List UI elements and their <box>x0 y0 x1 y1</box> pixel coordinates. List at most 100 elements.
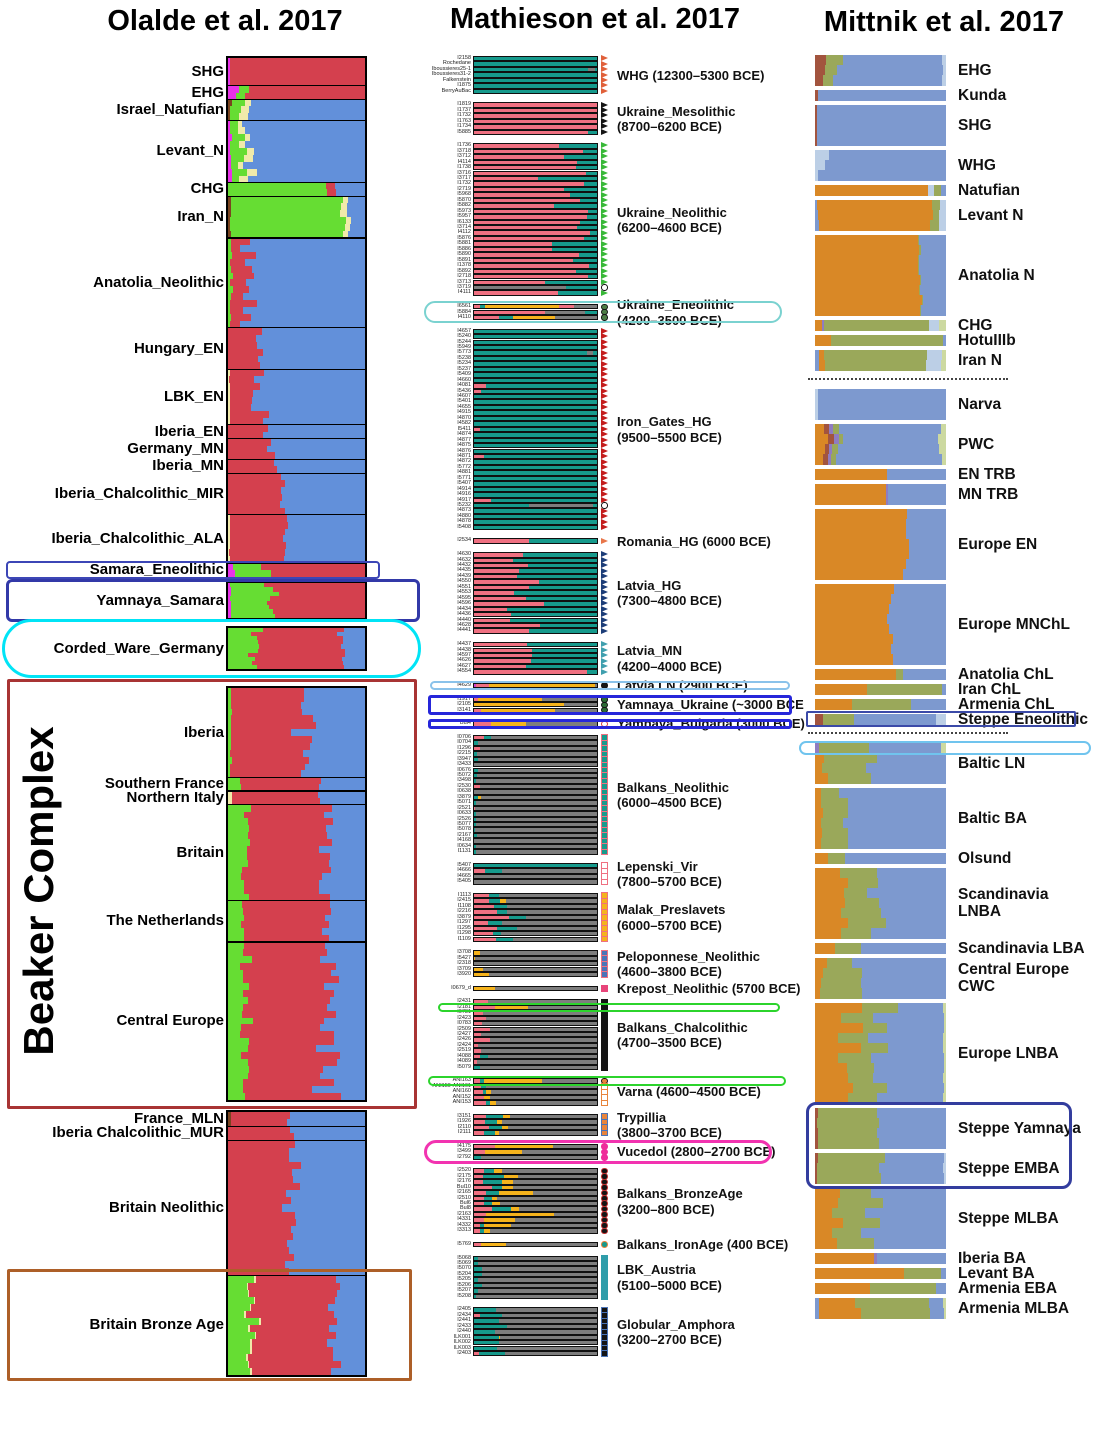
admixture-segment <box>815 1238 837 1249</box>
admixture-row <box>228 410 365 419</box>
admixture-row <box>473 1277 598 1283</box>
admixture-row <box>473 66 598 73</box>
admixture-segment <box>247 147 255 156</box>
sample-marker <box>601 537 608 544</box>
sample-marker <box>601 218 608 225</box>
admixture-row <box>473 426 598 433</box>
admixture-segment <box>474 558 514 562</box>
admixture-row <box>815 1043 946 1054</box>
admixture-segment <box>494 986 597 990</box>
admixture-row <box>228 424 365 433</box>
admixture-segment <box>474 1218 484 1222</box>
admixture-row <box>473 800 598 806</box>
admixture-segment <box>244 942 325 950</box>
admixture-segment <box>480 1229 484 1233</box>
sample-id: I0706 <box>457 733 471 740</box>
sample-id: I4628 <box>457 621 471 628</box>
sample-id: ILK002 <box>453 1339 471 1346</box>
group-separator <box>228 790 365 792</box>
admixture-row <box>228 127 365 135</box>
sample-marker <box>601 202 608 209</box>
admixture-row <box>228 231 365 239</box>
sample-marker <box>601 349 608 356</box>
admixture-segment <box>828 434 834 445</box>
admixture-segment <box>474 757 479 761</box>
admixture-row <box>473 284 598 291</box>
admixture-segment <box>820 978 861 989</box>
admixture-row <box>815 539 946 550</box>
admixture-segment <box>821 828 848 839</box>
admixture-segment <box>474 585 530 590</box>
admixture-segment <box>228 1275 255 1284</box>
sample-id: BerryAuBac <box>441 87 471 94</box>
admixture-segment <box>247 859 329 868</box>
sample-id: I0634 <box>457 842 471 849</box>
admixture-segment <box>252 1339 327 1348</box>
admixture-row <box>228 1360 365 1369</box>
admixture-segment <box>583 182 597 186</box>
admixture-row <box>815 1208 946 1219</box>
admixture-row <box>228 715 365 723</box>
admixture-segment <box>249 1360 341 1369</box>
admixture-row <box>228 1346 365 1355</box>
admixture-segment <box>518 1174 597 1179</box>
admixture-segment <box>514 1218 597 1222</box>
admixture-segment <box>537 177 597 181</box>
group-separator <box>228 181 365 184</box>
sample-marker <box>601 415 608 422</box>
admixture-row <box>228 390 365 398</box>
group-label: Europe MNChL <box>958 615 1070 633</box>
admixture-segment <box>228 459 274 467</box>
admixture-segment <box>474 828 476 832</box>
admixture-row <box>473 873 598 880</box>
admixture-row <box>473 669 598 675</box>
admixture-segment <box>247 845 319 854</box>
sample-id: I1378 <box>457 262 471 269</box>
admixture-segment <box>529 585 597 590</box>
sample-marker <box>601 1265 608 1273</box>
admixture-segment <box>553 1212 597 1217</box>
sample-marker <box>601 458 608 465</box>
admixture-segment <box>228 196 231 204</box>
admixture-segment <box>474 790 597 794</box>
admixture-row <box>815 389 946 400</box>
admixture-segment <box>486 1212 554 1217</box>
admixture-segment <box>228 99 232 107</box>
admixture-segment <box>569 193 597 197</box>
admixture-segment <box>825 65 837 76</box>
admixture-segment <box>242 307 365 315</box>
admixture-segment <box>329 997 365 1005</box>
admixture-segment <box>228 1346 250 1355</box>
admixture-segment <box>839 1188 871 1199</box>
sample-id: I4660 <box>457 376 471 383</box>
admixture-segment <box>474 1079 481 1083</box>
admixture-segment <box>285 1190 365 1198</box>
admixture-row <box>228 1275 365 1284</box>
admixture-row <box>473 304 598 310</box>
sample-id: I4875 <box>457 442 471 449</box>
group-label: Trypillia(3800–3700 BCE) <box>617 1109 722 1141</box>
admixture-segment <box>513 937 597 941</box>
admixture-segment <box>256 168 365 177</box>
admixture-row <box>815 295 946 306</box>
admixture-segment <box>862 988 946 999</box>
admixture-row <box>228 64 365 73</box>
admixture-segment <box>228 628 263 633</box>
sample-id: I2403 <box>457 1349 471 1356</box>
panel-title-mittnik: Mittnik et al. 2017 <box>823 6 1065 38</box>
admixture-segment <box>245 134 251 142</box>
sample-id: I4874 <box>457 431 471 438</box>
admixture-segment <box>876 1128 946 1139</box>
sample-id: I3141 <box>457 706 471 713</box>
admixture-row <box>473 617 598 623</box>
admixture-segment <box>323 1065 365 1074</box>
sample-id: I4175 <box>457 1142 471 1149</box>
admixture-row <box>473 1323 598 1330</box>
admixture-row <box>473 1266 598 1272</box>
admixture-row <box>228 962 365 971</box>
admixture-row <box>473 903 598 910</box>
admixture-segment <box>815 235 918 246</box>
admixture-segment <box>917 255 920 266</box>
admixture-row <box>815 135 946 146</box>
sample-id: I6133 <box>457 218 471 225</box>
